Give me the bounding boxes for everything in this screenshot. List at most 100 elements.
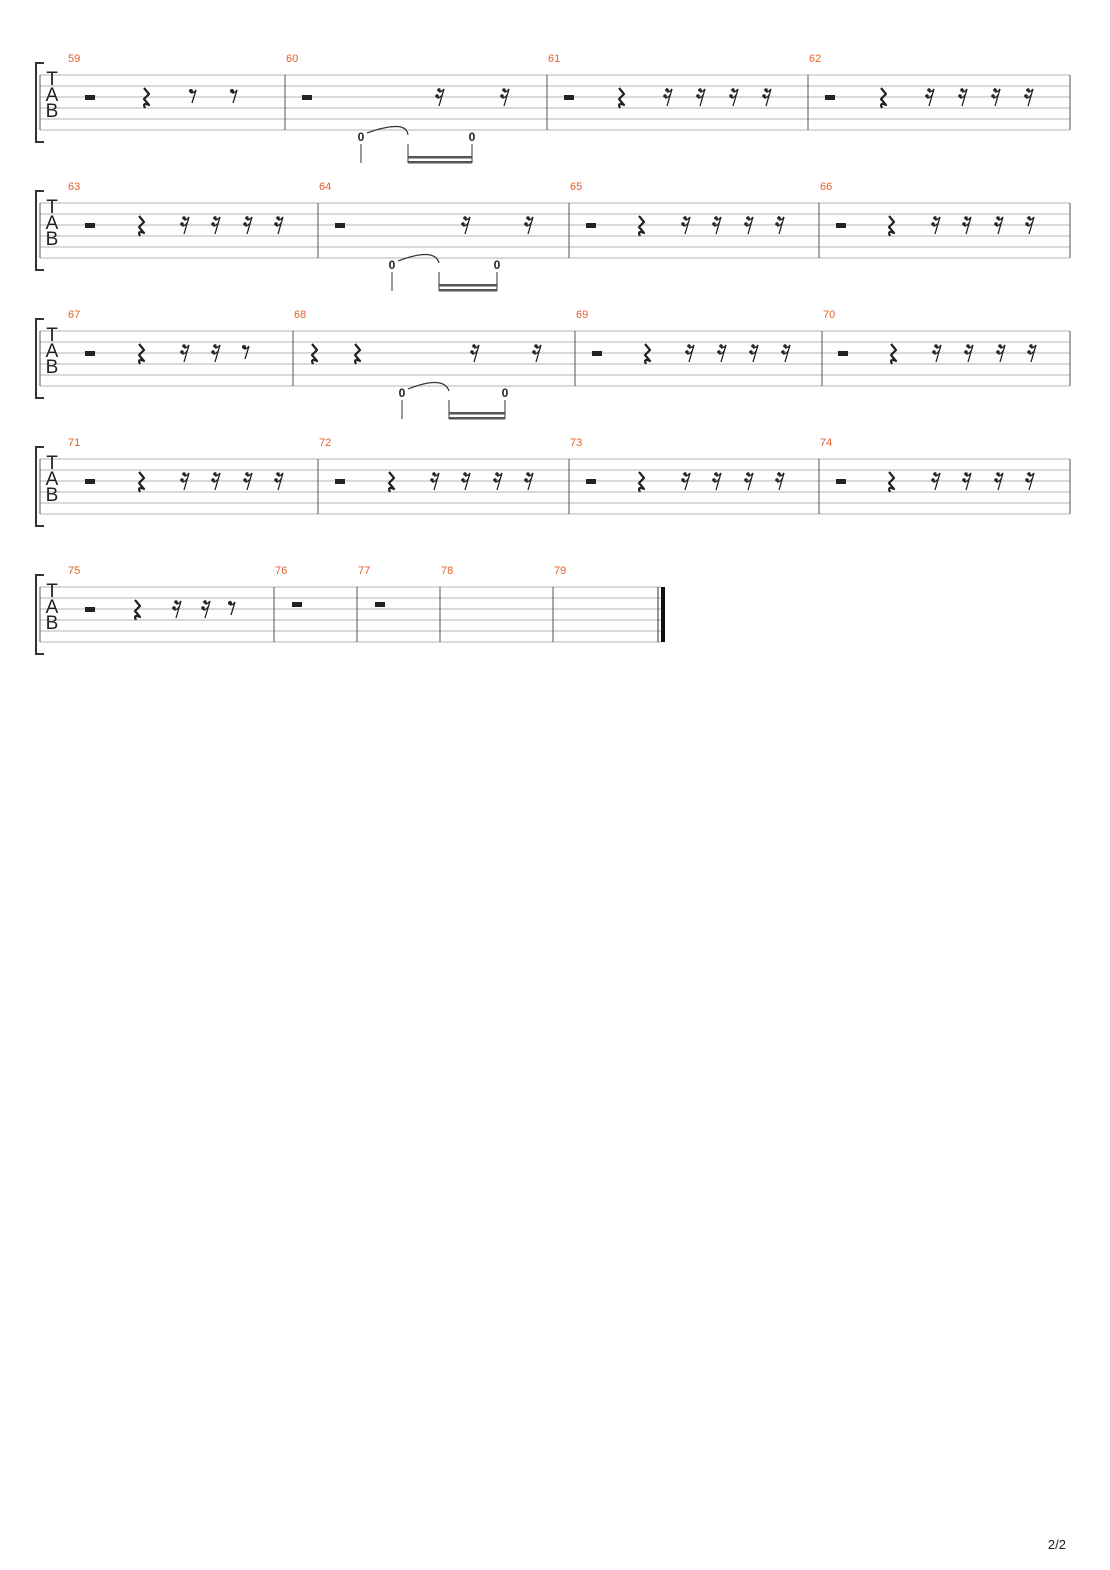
sixteenth-rest xyxy=(962,216,972,235)
quarter-rest xyxy=(353,343,362,365)
sixteenth-rest xyxy=(243,472,253,491)
tab-clef-letter: T xyxy=(46,325,58,346)
sixteenth-rest xyxy=(274,216,284,235)
measure-number: 69 xyxy=(576,309,588,321)
measure-number: 66 xyxy=(820,181,832,193)
quarter-rest xyxy=(887,215,896,237)
measure-number: 60 xyxy=(286,53,298,65)
measure-number: 76 xyxy=(275,565,287,577)
sixteenth-rest xyxy=(532,344,542,363)
sixteenth-rest xyxy=(180,216,190,235)
system-bracket xyxy=(35,574,44,655)
sixteenth-rest xyxy=(1025,472,1035,491)
note-beam xyxy=(439,284,497,287)
sixteenth-rest xyxy=(775,216,785,235)
sixteenth-rest xyxy=(964,344,974,363)
quarter-rest xyxy=(142,87,151,109)
whole-rest xyxy=(375,602,385,607)
fret-number: 0 xyxy=(494,258,501,272)
quarter-rest xyxy=(137,471,146,493)
measure-number: 77 xyxy=(358,565,370,577)
half-rest xyxy=(85,351,95,356)
eighth-rest xyxy=(230,89,238,104)
whole-rest xyxy=(292,602,302,607)
quarter-rest xyxy=(637,471,646,493)
sixteenth-rest xyxy=(696,88,706,107)
quarter-rest xyxy=(137,215,146,237)
sixteenth-rest xyxy=(932,344,942,363)
half-rest xyxy=(836,223,846,228)
quarter-rest xyxy=(637,215,646,237)
measure-number: 61 xyxy=(548,53,560,65)
quarter-rest xyxy=(887,471,896,493)
measure-number: 72 xyxy=(319,437,331,449)
note-beam xyxy=(439,289,497,292)
fret-number: 0 xyxy=(358,130,365,144)
tab-clef-letter: B xyxy=(46,485,59,506)
tab-clef-letter: T xyxy=(46,581,58,602)
note-beam xyxy=(408,161,472,164)
sixteenth-rest xyxy=(201,600,211,619)
sixteenth-rest xyxy=(962,472,972,491)
sixteenth-rest xyxy=(712,216,722,235)
sixteenth-rest xyxy=(712,472,722,491)
sixteenth-rest xyxy=(994,216,1004,235)
measure-number: 75 xyxy=(68,565,80,577)
tie-arc xyxy=(366,125,409,136)
sixteenth-rest xyxy=(762,88,772,107)
sixteenth-rest xyxy=(461,216,471,235)
quarter-rest xyxy=(137,343,146,365)
sixteenth-rest xyxy=(524,216,534,235)
measure-number: 78 xyxy=(441,565,453,577)
measure-number: 63 xyxy=(68,181,80,193)
tie-arc xyxy=(397,253,440,264)
measure-number: 74 xyxy=(820,437,832,449)
half-rest xyxy=(85,607,95,612)
sixteenth-rest xyxy=(180,472,190,491)
sixteenth-rest xyxy=(435,88,445,107)
half-rest xyxy=(335,223,345,228)
measure-number: 70 xyxy=(823,309,835,321)
tab-clef-letter: B xyxy=(46,357,59,378)
sixteenth-rest xyxy=(931,216,941,235)
quarter-rest xyxy=(387,471,396,493)
fret-number: 0 xyxy=(399,386,406,400)
quarter-rest xyxy=(879,87,888,109)
quarter-rest xyxy=(310,343,319,365)
half-rest xyxy=(564,95,574,100)
measure-number: 68 xyxy=(294,309,306,321)
half-rest xyxy=(586,223,596,228)
fret-number: 0 xyxy=(502,386,509,400)
measure-number: 64 xyxy=(319,181,331,193)
tab-clef-letter: T xyxy=(46,453,58,474)
system-bracket xyxy=(35,62,44,143)
half-rest xyxy=(586,479,596,484)
quarter-rest xyxy=(643,343,652,365)
quarter-rest xyxy=(617,87,626,109)
sixteenth-rest xyxy=(172,600,182,619)
fret-number: 0 xyxy=(469,130,476,144)
half-rest xyxy=(302,95,312,100)
system-bracket xyxy=(35,318,44,399)
tab-clef-letter: B xyxy=(46,101,59,122)
measure-number: 65 xyxy=(570,181,582,193)
sixteenth-rest xyxy=(991,88,1001,107)
half-rest xyxy=(838,351,848,356)
sixteenth-rest xyxy=(461,472,471,491)
tab-clef-letter: A xyxy=(46,597,59,618)
measure-number: 59 xyxy=(68,53,80,65)
sixteenth-rest xyxy=(681,216,691,235)
measure-number: 73 xyxy=(570,437,582,449)
sixteenth-rest xyxy=(685,344,695,363)
sixteenth-rest xyxy=(729,88,739,107)
tab-clef-letter: B xyxy=(46,229,59,250)
eighth-rest xyxy=(228,601,236,616)
sixteenth-rest xyxy=(994,472,1004,491)
note-beam xyxy=(449,417,505,420)
sixteenth-rest xyxy=(1027,344,1037,363)
